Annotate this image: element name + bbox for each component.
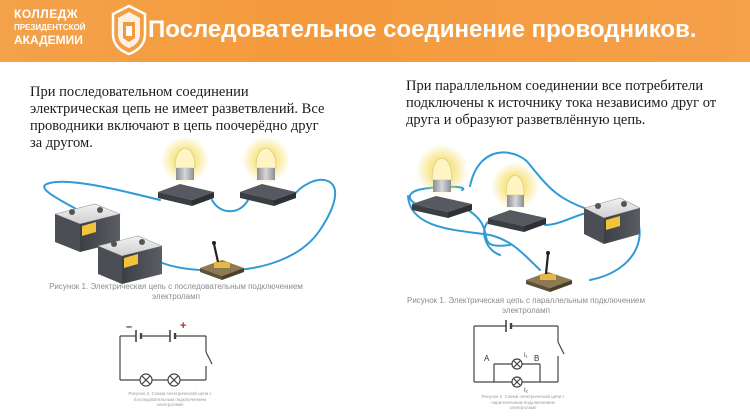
node-b-label: B bbox=[534, 354, 539, 363]
parallel-schematic-caption: Рисунок 2. Схема электрической цепи с па… bbox=[481, 394, 565, 410]
lamp-right-2 bbox=[488, 162, 546, 232]
logo-line-2: ПРЕЗИДЕНТСКОЙ bbox=[14, 23, 86, 32]
logo-line-3: АКАДЕМИИ bbox=[14, 33, 83, 47]
schematic-plus-sign: + bbox=[180, 320, 186, 332]
battery-left-1 bbox=[54, 203, 121, 252]
header-bar: КОЛЛЕДЖ ПРЕЗИДЕНТСКОЙ АКАДЕМИИ Последова… bbox=[0, 0, 750, 62]
series-figure-caption: Рисунок 1. Электрическая цепь с последов… bbox=[49, 282, 303, 301]
emblem-icon bbox=[111, 4, 147, 56]
node-a-label: A bbox=[484, 354, 490, 363]
series-schematic bbox=[119, 330, 213, 387]
logo-line-1: КОЛЛЕДЖ bbox=[14, 7, 79, 21]
page-title: Последовательное соединение проводников. bbox=[148, 16, 697, 43]
parallel-schematic bbox=[473, 320, 565, 388]
series-schematic-caption: Рисунок 2. Схема электрической цепи с по… bbox=[128, 391, 212, 407]
lamp-left-2 bbox=[240, 136, 296, 206]
lamp-left-1 bbox=[158, 136, 214, 206]
current-i2-label: I₂ bbox=[524, 388, 529, 394]
schematic-minus-sign: – bbox=[126, 321, 132, 333]
parallel-wires bbox=[407, 151, 641, 281]
battery-right bbox=[583, 197, 641, 244]
current-i1-label: I₁ bbox=[524, 353, 528, 359]
lamp-right-1 bbox=[412, 144, 472, 218]
battery-left-2 bbox=[97, 235, 163, 284]
parallel-description: При параллельном соединении все потребит… bbox=[406, 78, 717, 128]
logo-text: КОЛЛЕДЖ ПРЕЗИДЕНТСКОЙ АКАДЕМИИ bbox=[14, 8, 86, 46]
series-description: При последовательном соединении электрич… bbox=[30, 84, 325, 151]
parallel-figure-caption: Рисунок 1. Электрическая цепь с параллел… bbox=[407, 296, 645, 315]
college-logo: КОЛЛЕДЖ ПРЕЗИДЕНТСКОЙ АКАДЕМИИ bbox=[14, 4, 147, 56]
switch-right bbox=[526, 251, 572, 292]
switch-left bbox=[200, 241, 244, 280]
